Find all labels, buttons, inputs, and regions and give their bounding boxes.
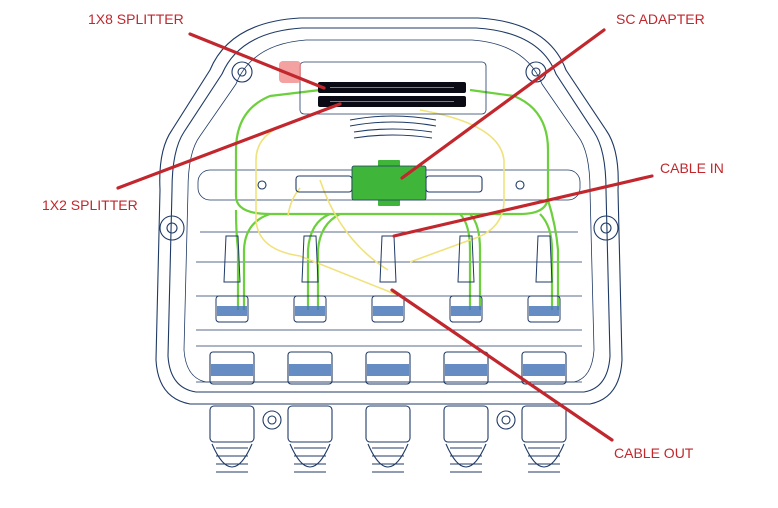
cable-gland xyxy=(209,351,255,385)
fiber-routing xyxy=(234,88,560,310)
splitter-1x8 xyxy=(299,61,487,115)
cable-port xyxy=(365,235,411,473)
cable-port xyxy=(287,235,333,473)
connector-boot xyxy=(223,235,241,283)
strain-relief xyxy=(287,405,333,443)
gland-grommet xyxy=(289,364,331,376)
leader-cable-out xyxy=(390,288,614,442)
strain-relief-tip xyxy=(523,443,565,468)
cable-gland xyxy=(521,351,567,385)
cable-ports xyxy=(209,235,567,473)
clamp-grommet xyxy=(295,306,325,316)
strain-relief xyxy=(209,405,255,443)
leader-splitter-1x2 xyxy=(116,102,342,190)
cable-gland xyxy=(287,351,333,385)
cable-port xyxy=(521,235,567,473)
splitter-1x2 xyxy=(349,115,437,139)
connector-boot xyxy=(535,235,553,283)
clamp-grommet xyxy=(529,306,559,316)
connector-boot xyxy=(301,235,319,283)
label-splitter-1x8: 1X8 SPLITTER xyxy=(88,11,184,27)
leader-sc-adapter xyxy=(400,28,606,180)
cable-gland xyxy=(443,351,489,385)
strain-relief xyxy=(521,405,567,443)
gland-grommet xyxy=(367,364,409,376)
gland-grommet xyxy=(523,364,565,376)
sc-adapter xyxy=(295,160,483,206)
strain-relief-tip xyxy=(367,443,409,468)
leader-splitter-1x8 xyxy=(188,32,326,90)
strain-relief-tip xyxy=(289,443,331,468)
clamp-grommet xyxy=(451,306,481,316)
cable-port xyxy=(443,235,489,473)
connector-boot xyxy=(379,235,397,283)
strain-relief-tip xyxy=(445,443,487,468)
label-sc-adapter: SC ADAPTER xyxy=(616,11,705,27)
cable-gland xyxy=(365,351,411,385)
label-cable-out: CABLE OUT xyxy=(614,445,694,461)
gland-grommet xyxy=(445,364,487,376)
strain-relief xyxy=(443,405,489,443)
strain-relief-tip xyxy=(211,443,253,468)
clamp-grommet xyxy=(373,306,403,316)
strain-relief xyxy=(365,405,411,443)
cable-port xyxy=(209,235,255,473)
clamp-grommet xyxy=(217,306,247,316)
callout-leaders xyxy=(116,28,654,442)
connector-boot xyxy=(457,235,475,283)
label-cable-in: CABLE IN xyxy=(660,160,724,176)
leader-cable-in xyxy=(392,174,654,238)
gland-grommet xyxy=(211,364,253,376)
label-splitter-1x2: 1X2 SPLITTER xyxy=(42,197,138,213)
